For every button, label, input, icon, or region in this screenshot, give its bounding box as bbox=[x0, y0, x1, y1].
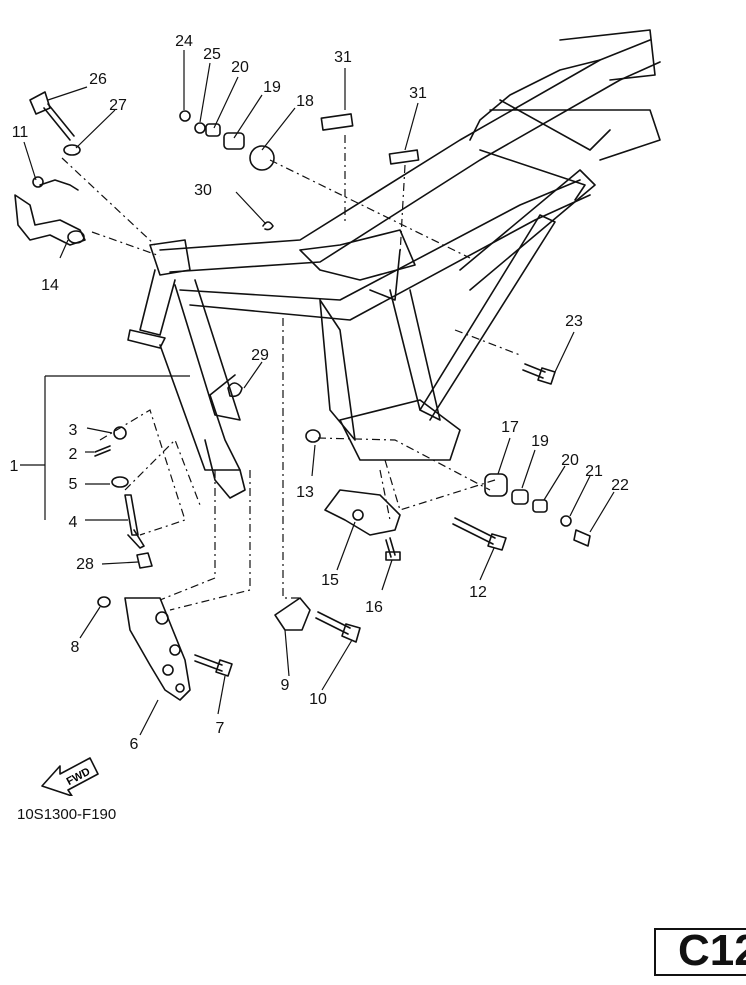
callout-25: 25 bbox=[203, 46, 221, 63]
part-11-nut bbox=[32, 176, 44, 188]
section-label: C12 bbox=[678, 928, 746, 975]
part-15-bracket bbox=[324, 489, 401, 536]
callout-12: 12 bbox=[469, 584, 487, 601]
callout-20-top: 20 bbox=[231, 59, 249, 76]
callout-21: 21 bbox=[585, 463, 603, 480]
callout-18: 18 bbox=[296, 93, 314, 110]
part-13-nut bbox=[305, 429, 321, 443]
callout-30: 30 bbox=[194, 182, 212, 199]
callout-15: 15 bbox=[321, 572, 339, 589]
part-31-pad-2 bbox=[388, 149, 420, 165]
section-label-box: C12 bbox=[654, 928, 746, 976]
part-27-oring bbox=[63, 144, 81, 156]
part-16-bolt bbox=[385, 537, 401, 561]
part-group-1 bbox=[94, 426, 145, 549]
main-frame bbox=[127, 29, 661, 499]
part-28-fitting bbox=[136, 552, 153, 569]
callout-26: 26 bbox=[89, 71, 107, 88]
callout-3: 3 bbox=[69, 422, 78, 439]
callout-31-left: 31 bbox=[334, 49, 352, 66]
callout-9: 9 bbox=[281, 677, 290, 694]
callout-28: 28 bbox=[76, 556, 94, 573]
forward-arrow-icon: FWD bbox=[41, 757, 99, 796]
callout-2: 2 bbox=[69, 446, 78, 463]
callout-31-right: 31 bbox=[409, 85, 427, 102]
callout-24: 24 bbox=[175, 33, 193, 50]
part-26-bolt bbox=[29, 91, 75, 141]
part-24-25-20-19-18-bushings bbox=[179, 110, 275, 171]
callout-11: 11 bbox=[12, 124, 29, 141]
diagram-code: 10S1300-F190 bbox=[17, 806, 117, 823]
part-30-clip bbox=[262, 221, 274, 231]
callout-10: 10 bbox=[309, 691, 327, 708]
callout-7: 7 bbox=[216, 720, 225, 737]
part-23-bolt bbox=[522, 363, 556, 385]
callout-1: 1 bbox=[10, 458, 19, 475]
callout-5: 5 bbox=[69, 476, 78, 493]
part-14-bracket bbox=[14, 179, 86, 246]
part-29-clamp bbox=[227, 382, 243, 398]
callout-6: 6 bbox=[130, 736, 139, 753]
part-9-plate bbox=[274, 597, 311, 631]
callout-8: 8 bbox=[71, 639, 80, 656]
callout-29: 29 bbox=[251, 347, 269, 364]
callout-16: 16 bbox=[365, 599, 383, 616]
callout-19-right: 19 bbox=[531, 433, 549, 450]
callout-22: 22 bbox=[611, 477, 629, 494]
callout-27: 27 bbox=[109, 97, 127, 114]
callout-4: 4 bbox=[69, 514, 78, 531]
callout-14: 14 bbox=[41, 277, 59, 294]
callout-23: 23 bbox=[565, 313, 583, 330]
callout-20-right: 20 bbox=[561, 452, 579, 469]
part-10-bolt bbox=[315, 611, 361, 643]
part-6-plate bbox=[124, 597, 191, 701]
part-12-bolt bbox=[452, 517, 507, 551]
part-8-nut bbox=[97, 596, 111, 608]
part-31-pad bbox=[320, 113, 354, 131]
callout-17: 17 bbox=[501, 419, 519, 436]
callout-13: 13 bbox=[296, 484, 314, 501]
callout-19-top: 19 bbox=[263, 79, 281, 96]
part-17-19-20-21-22 bbox=[484, 473, 591, 547]
part-7-bolt bbox=[194, 654, 233, 677]
